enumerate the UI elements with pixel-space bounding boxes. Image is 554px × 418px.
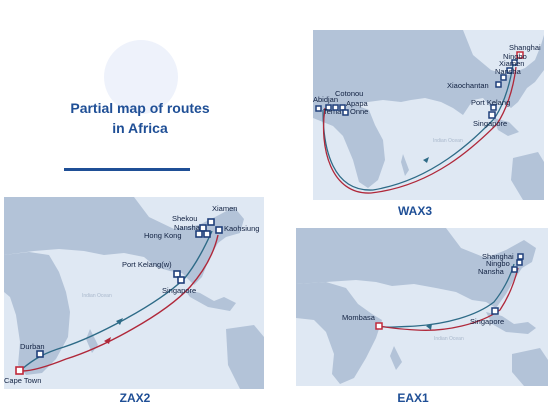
port-label-xiaochantan-wax3: Xiaochantan [447, 81, 489, 90]
port-label-nansha-wax3: Nansha [495, 67, 522, 76]
land-eurasia-zax2 [4, 197, 244, 285]
map-zax2: Indian Ocean Xiamen Shekou Nansha Hong K… [4, 197, 264, 389]
port-label-xiamen-wax3: Xiamen [499, 59, 524, 68]
port-icon-xiamen-zax2 [207, 218, 215, 226]
route-red-zax2 [21, 234, 219, 372]
route-red-wax3 [322, 66, 517, 194]
port-icon-abidjan-wax3 [315, 105, 322, 112]
port-icon-onne-wax3 [342, 109, 349, 116]
port-icon-ningbo-wax3 [511, 59, 518, 66]
port-icon-cotonou-wax3 [332, 104, 339, 111]
port-icon-shanghai-wax3 [516, 51, 524, 59]
page-title: Partial map of routes in Africa [40, 98, 240, 138]
port-icon-nansha-eax1 [511, 266, 518, 273]
port-icon-xiamen-wax3 [506, 67, 513, 74]
land-indonesia-wax3 [493, 118, 519, 136]
land-australia-wax3 [511, 152, 544, 200]
port-icon-tema-wax3 [325, 104, 332, 111]
port-icon-cape-town-zax2 [15, 366, 24, 375]
land-indonesia-eax1 [486, 312, 536, 334]
page-title-line-1: Partial map of routes [70, 100, 210, 116]
port-icon-hong-kong-zax2 [203, 230, 211, 238]
land-madagascar-zax2 [86, 329, 98, 353]
map-wax3-svg: Indian Ocean Shanghai Ningbo Xiamen Nans… [313, 30, 544, 200]
map-eax1-svg: Indian Ocean Shanghai Ningbo Nansha Sing… [296, 228, 548, 386]
port-icon-singapore-eax1 [491, 307, 499, 315]
port-icon-xiaochantan-wax3 [495, 81, 502, 88]
port-label-singapore-zax2: Singapore [162, 286, 196, 295]
route-arrow-wax3 [423, 157, 429, 163]
port-label-nansha-zax2: Nansha [174, 223, 201, 232]
port-label-apapa-wax3: Apapa [346, 99, 369, 108]
land-eurasia-eax1 [296, 228, 536, 308]
route-arrow-blue-zax2 [116, 318, 123, 325]
port-label-cape-town-zax2: Cape Town [4, 376, 41, 385]
port-icon-port-kelang-wax3 [490, 104, 497, 111]
ocean-label-zax2: Indian Ocean [82, 293, 112, 299]
land-australia-zax2 [226, 325, 264, 389]
port-icon-nansha-wax3 [500, 74, 507, 81]
port-icon-nansha-zax2 [195, 230, 203, 238]
port-icon-shekou-zax2 [199, 224, 207, 232]
map-wax3: Indian Ocean Shanghai Ningbo Xiamen Nans… [313, 30, 544, 200]
land-madagascar-wax3 [401, 154, 409, 176]
port-icon-kaohsiung-zax2 [215, 226, 223, 234]
port-icon-durban-zax2 [36, 350, 44, 358]
port-icon-singapore-wax3 [488, 111, 496, 119]
land-africa-zax2 [4, 252, 70, 375]
map-caption-wax3: WAX3 [397, 204, 432, 218]
port-icon-singapore-zax2 [177, 276, 185, 284]
port-icon-shanghai-eax1 [517, 253, 524, 260]
port-icon-ningbo-eax1 [516, 259, 523, 266]
port-label-port-kelang-wax3: Port Kelang [471, 98, 510, 107]
route-red-eax1 [379, 267, 519, 331]
map-caption-eax1: EAX1 [397, 391, 429, 405]
port-label-shanghai-eax1: Shanghai [482, 252, 514, 261]
port-label-kaohsiung-zax2: Kaohsiung [224, 224, 259, 233]
ocean-label-eax1: Indian Ocean [434, 336, 464, 342]
map-caption-zax2: ZAX2 [119, 391, 151, 405]
port-label-durban-zax2: Durban [20, 342, 45, 351]
route-arrow-red-zax2 [104, 337, 111, 344]
port-label-cotonou-wax3: Cotonou [335, 89, 363, 98]
port-label-singapore-wax3: Singapore [473, 119, 507, 128]
route-blue-wax3 [322, 64, 514, 191]
port-label-ningbo-wax3: Ningbo [503, 52, 527, 61]
port-label-onne-wax3: Onne [350, 107, 368, 116]
port-label-ningbo-eax1: Ningbo [486, 259, 510, 268]
title-decor-circle [104, 40, 178, 114]
port-label-hong-kong-zax2: Hong Kong [144, 231, 182, 240]
route-blue-eax1 [375, 263, 515, 328]
land-eurasia-wax3 [313, 30, 544, 115]
port-icon-port-kelang-zax2 [173, 270, 181, 278]
route-arrow-eax1 [426, 324, 432, 330]
land-africa-wax3 [313, 104, 385, 188]
port-label-mombasa-eax1: Mombasa [342, 313, 376, 322]
port-label-abidjan-wax3: Abidjan [313, 95, 338, 104]
land-africa-eax1 [296, 282, 382, 384]
map-eax1: Indian Ocean Shanghai Ningbo Nansha Sing… [296, 228, 548, 386]
land-australia-eax1 [512, 348, 548, 386]
ocean-label-wax3: Indian Ocean [433, 138, 463, 144]
port-label-singapore-eax1: Singapore [470, 317, 504, 326]
map-zax2-svg: Indian Ocean Xiamen Shekou Nansha Hong K… [4, 197, 264, 389]
title-underline [64, 168, 190, 171]
port-label-nansha-eax1: Nansha [478, 267, 505, 276]
port-label-xiamen-zax2: Xiamen [212, 204, 237, 213]
port-label-tema-wax3: Tema [323, 107, 342, 116]
port-label-shekou-zax2: Shekou [172, 214, 197, 223]
port-label-shanghai-wax3: Shanghai [509, 43, 541, 52]
land-madagascar-eax1 [390, 346, 402, 370]
land-indonesia-zax2 [184, 289, 236, 311]
port-icon-mombasa-eax1 [375, 322, 383, 330]
page-title-line-2: in Africa [112, 120, 168, 136]
port-label-port-kelang-zax2: Port Kelang(w) [122, 260, 172, 269]
